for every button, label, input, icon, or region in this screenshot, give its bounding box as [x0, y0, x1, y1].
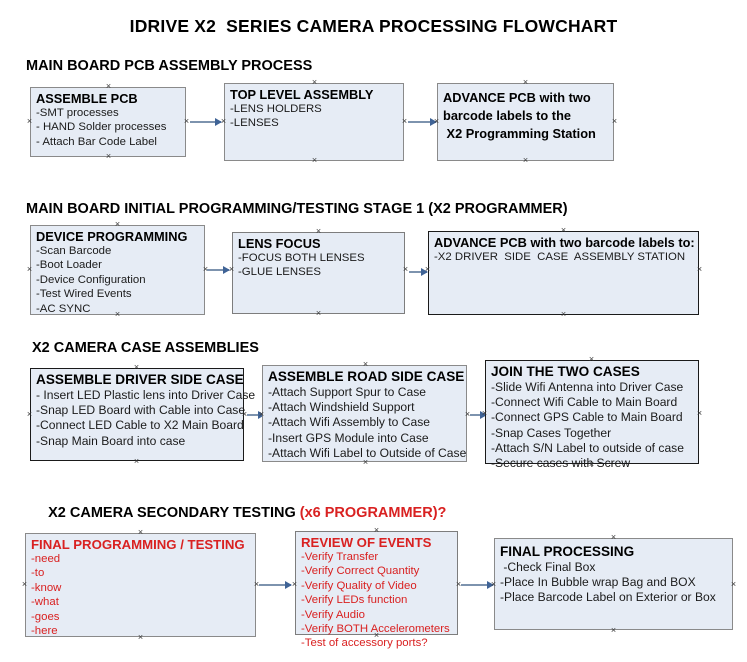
list-item: -Verify Quality of Video — [301, 579, 417, 592]
connector-arrow — [190, 118, 222, 125]
connector-arrow — [207, 266, 230, 273]
node-title-line: ADVANCE PCB with two — [443, 90, 591, 105]
list-item: -LENSES — [230, 117, 279, 130]
section-heading-2: MAIN BOARD INITIAL PROGRAMMING/TESTING S… — [26, 201, 568, 217]
node-assemble-pcb[interactable]: ASSEMBLE PCB -SMT processes - HAND Solde… — [30, 87, 186, 157]
list-item: -LENS HOLDERS — [230, 103, 322, 115]
section-heading-3: X2 CAMERA CASE ASSEMBLIES — [32, 340, 259, 356]
node-assemble-road-side-case[interactable]: ASSEMBLE ROAD SIDE CASE -Attach Support … — [262, 365, 467, 462]
list-item: -Verify LEDs function — [301, 594, 408, 607]
section-heading-4-red: (x6 PROGRAMMER)? — [299, 505, 447, 521]
list-item: -Device Configuration — [36, 273, 146, 286]
node-top-level-assembly[interactable]: TOP LEVEL ASSEMBLY -LENS HOLDERS -LENSES — [224, 83, 404, 161]
node-title-line: barcode labels to the — [443, 108, 572, 123]
node-assemble-driver-side-case[interactable]: ASSEMBLE DRIVER SIDE CASE - Insert LED P… — [30, 368, 256, 461]
node-final-processing[interactable]: FINAL PROCESSING -Check Final Box -Place… — [494, 538, 733, 630]
list-item: -Snap Main Board into case — [36, 433, 186, 448]
list-item: -Connect Wifi Cable to Main Board — [491, 395, 678, 410]
node-heading-lines: ADVANCE PCB with two barcode labels to t… — [443, 89, 609, 143]
list-item: -AC SYNC — [36, 302, 91, 315]
connector-arrow — [409, 268, 428, 275]
list-item: - Insert LED Plastic lens into Driver Ca… — [36, 388, 256, 402]
node-item-list: -Scan Barcode -Boot Loader -Device Confi… — [36, 244, 200, 316]
node-item-list: -LENS HOLDERS -LENSES — [230, 102, 399, 131]
node-title: REVIEW OF EVENTS — [301, 535, 432, 550]
list-item: -Connect GPS Cable to Main Board — [491, 410, 683, 425]
list-item: -Connect LED Cable to X2 Main Board — [36, 418, 244, 433]
section-heading-4: X2 CAMERA SECONDARY TESTING (x6 PROGRAMM… — [32, 489, 446, 537]
list-item: -know — [31, 581, 62, 594]
list-item: -Attach Wifi Label to Outside of Case — [268, 445, 467, 460]
node-final-programming-testing[interactable]: FINAL PROGRAMMING / TESTING -need -to -k… — [25, 533, 256, 637]
node-title: ASSEMBLE ROAD SIDE CASE — [268, 369, 465, 384]
node-advance-pcb-driver-station[interactable]: ADVANCE PCB with two barcode labels to: … — [428, 231, 699, 315]
connector-arrow — [259, 581, 292, 588]
node-advance-pcb-station[interactable]: ADVANCE PCB with two barcode labels to t… — [437, 83, 614, 161]
list-item: -what — [31, 596, 59, 609]
list-item: -goes — [31, 610, 60, 623]
list-item: -FOCUS BOTH LENSES — [238, 252, 365, 264]
node-title: LENS FOCUS — [238, 236, 321, 251]
connector-arrow — [408, 118, 437, 125]
node-item-list: -X2 DRIVER SIDE CASE ASSEMBLY STATION — [434, 250, 694, 264]
list-item: -to — [31, 567, 45, 580]
node-title: FINAL PROCESSING — [500, 544, 635, 559]
list-item: -Snap Cases Together — [491, 425, 612, 440]
list-item: -Insert GPS Module into Case — [268, 430, 429, 445]
connector-arrow — [470, 411, 487, 418]
list-item: -Secure cases with Screw — [491, 456, 631, 471]
node-item-list: - Insert LED Plastic lens into Driver Ca… — [36, 388, 256, 449]
node-lens-focus[interactable]: LENS FOCUS -FOCUS BOTH LENSES -GLUE LENS… — [232, 232, 405, 314]
list-item: -Verify Audio — [301, 608, 365, 621]
node-title: TOP LEVEL ASSEMBLY — [230, 87, 374, 102]
list-item: -Place In Bubble wrap Bag and BOX — [500, 575, 696, 590]
node-review-of-events[interactable]: REVIEW OF EVENTS -Verify Transfer -Verif… — [295, 531, 458, 649]
node-title: ASSEMBLE DRIVER SIDE CASE — [36, 372, 244, 387]
list-item: -Snap LED Board with Cable into Case — [36, 403, 246, 418]
list-item: -Scan Barcode — [36, 245, 112, 257]
list-item: -need — [31, 553, 61, 565]
node-title: ASSEMBLE PCB — [36, 91, 138, 106]
node-item-list: -Verify Transfer -Verify Correct Quantit… — [301, 550, 453, 651]
section-heading-4-black: X2 CAMERA SECONDARY TESTING — [48, 505, 300, 521]
node-title: FINAL PROGRAMMING / TESTING — [31, 537, 245, 552]
list-item: -Boot Loader — [36, 259, 102, 272]
list-item: -Attach Windshield Support — [268, 400, 415, 415]
node-item-list: -need -to -know -what -goes -here — [31, 552, 251, 638]
section-heading-1: MAIN BOARD PCB ASSEMBLY PROCESS — [26, 58, 313, 74]
list-item: -Attach Wifi Assembly to Case — [268, 415, 430, 430]
list-item: -Verify Correct Quantity — [301, 565, 420, 578]
list-item: -Test of accessory ports? — [301, 637, 428, 650]
list-item: -Test Wired Events — [36, 288, 132, 301]
list-item: -Verify BOTH Accelerometers — [301, 623, 450, 636]
node-join-the-two-cases[interactable]: JOIN THE TWO CASES -Slide Wifi Antenna i… — [485, 360, 699, 470]
list-item: - HAND Solder processes — [36, 121, 167, 134]
connector-arrow — [461, 581, 494, 588]
node-item-list: -Slide Wifi Antenna into Driver Case -Co… — [491, 380, 694, 471]
list-item: -SMT processes — [36, 107, 119, 119]
node-title-line: X2 Programming Station — [443, 126, 596, 141]
list-item: -GLUE LENSES — [238, 266, 321, 279]
list-item: -Slide Wifi Antenna into Driver Case — [491, 380, 684, 394]
node-device-programming[interactable]: DEVICE PROGRAMMING -Scan Barcode -Boot L… — [30, 225, 205, 315]
node-title: DEVICE PROGRAMMING — [36, 229, 188, 244]
list-item: -Attach S/N Label to outside of case — [491, 440, 684, 455]
list-item: -Attach Support Spur to Case — [268, 385, 426, 399]
list-item: -Verify Transfer — [301, 551, 379, 563]
list-item: - Attach Bar Code Label — [36, 135, 157, 148]
node-item-list: -Attach Support Spur to Case -Attach Win… — [268, 385, 467, 461]
list-item: -X2 DRIVER SIDE CASE ASSEMBLY STATION — [434, 251, 686, 263]
page-title: IDRIVE X2 SERIES CAMERA PROCESSING FLOWC… — [129, 16, 618, 36]
list-item: -Check Final Box — [500, 560, 596, 574]
node-title: ADVANCE PCB with two barcode labels to: — [434, 235, 695, 250]
node-item-list: -SMT processes - HAND Solder processes -… — [36, 106, 181, 149]
list-item: -here — [31, 625, 58, 638]
list-item: -Place Barcode Label on Exterior or Box — [500, 590, 716, 605]
connector-arrow — [247, 411, 265, 418]
node-item-list: -FOCUS BOTH LENSES -GLUE LENSES — [238, 251, 400, 280]
node-item-list: -Check Final Box -Place In Bubble wrap B… — [500, 560, 728, 606]
node-title: JOIN THE TWO CASES — [491, 364, 640, 379]
